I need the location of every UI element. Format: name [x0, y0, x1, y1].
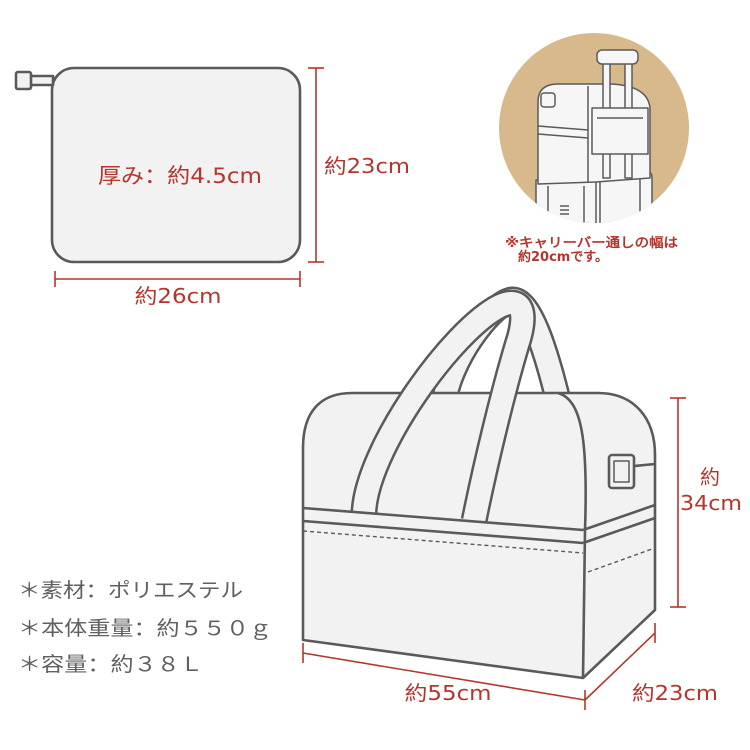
side-band-stitch [587, 548, 653, 573]
bag-tag-icon [540, 92, 556, 108]
bag-band [537, 133, 589, 139]
carry-bar-grip-icon [596, 49, 639, 65]
folded-pouch: 厚み：約4.5cm [14, 66, 302, 264]
luggage-lower-icon [535, 179, 597, 223]
pouch-height-dimension: 約23cm [308, 67, 410, 263]
front-handle-fill [353, 292, 534, 524]
bag-height-label-line1: 約 [700, 465, 720, 489]
front-band-stitch [302, 530, 584, 554]
side-buckle-inner [613, 460, 630, 483]
carry-bar-note-line1: ※キャリーバー通しの幅は [505, 235, 678, 251]
carry-bar-note-line2: 約20cmです。 [518, 249, 608, 265]
bag-depth-dimension: 約23cm [584, 623, 718, 705]
spec-list: ＊素材：ポリエステル ＊本体重量：約５５０ｇ ＊容量：約３８Ｌ [18, 578, 272, 676]
front-band-bottom [302, 519, 584, 545]
carry-sleeve [591, 107, 649, 155]
spec-material: ＊素材：ポリエステル [18, 578, 243, 602]
bag-depth-label: 約23cm [632, 681, 718, 705]
pouch-height-label: 約23cm [324, 154, 410, 178]
side-band-top [582, 503, 656, 532]
bag-width-dimension: 約55cm [302, 643, 586, 710]
carry-bar-inset: ※キャリーバー通しの幅は 約20cmです。 [499, 33, 689, 265]
side-strap [633, 462, 656, 468]
duffel-bag [301, 286, 657, 680]
bag-height-label-line2: 34cm [680, 491, 742, 515]
spec-weight: ＊本体重量：約５５０ｇ [18, 616, 272, 640]
front-band-top [302, 506, 584, 532]
zipper-pull-icon [14, 70, 33, 91]
spec-capacity: ＊容量：約３８Ｌ [18, 652, 203, 676]
pouch-body [50, 66, 302, 264]
dimension-line [302, 652, 586, 701]
pouch-width-dimension: 約26cm [54, 271, 301, 308]
pouch-thickness-label: 厚み：約4.5cm [98, 164, 262, 188]
bag-band [537, 125, 589, 131]
side-band-bottom [582, 516, 656, 545]
bag-width-label: 約55cm [405, 681, 492, 705]
dimension-line [584, 632, 656, 701]
inset-illustration [535, 49, 653, 223]
pouch-width-label: 約26cm [135, 284, 222, 308]
bag-front-edge [557, 391, 588, 679]
bag-height-dimension: 約 34cm [670, 397, 742, 608]
zipper-tab [28, 74, 55, 87]
